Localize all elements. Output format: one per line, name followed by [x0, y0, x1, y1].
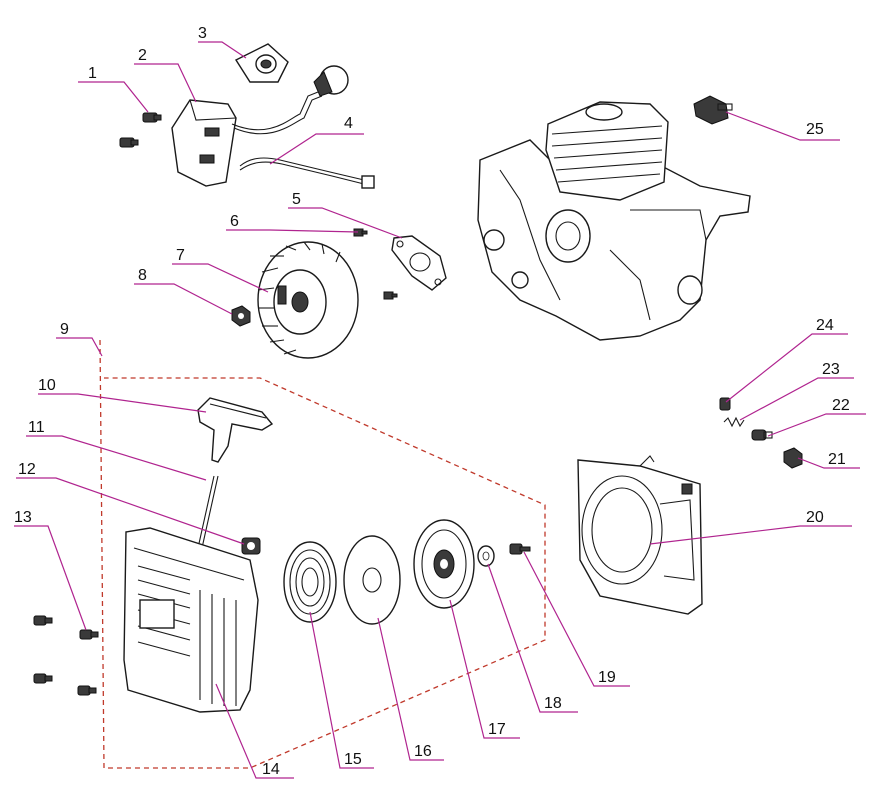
callout-7: 7 — [176, 247, 185, 264]
callout-12: 12 — [18, 461, 36, 478]
fan-housing-part — [577, 455, 703, 615]
starter-assembly-boundary — [99, 339, 546, 769]
callout-6: 6 — [230, 213, 239, 230]
rope-guide-part — [241, 537, 261, 555]
nut-part-21 — [783, 447, 803, 469]
starter-rope-part — [197, 475, 219, 549]
starter-handle-part — [197, 397, 274, 463]
callout-21: 21 — [828, 451, 846, 468]
bushing-part-22 — [751, 429, 773, 441]
starter-housing-part — [123, 527, 259, 713]
callout-22: 22 — [832, 397, 850, 414]
screw-part — [119, 112, 162, 148]
callout-18: 18 — [544, 695, 562, 712]
flywheel-part — [257, 241, 359, 359]
spark-plug-boot-part — [234, 43, 349, 97]
wire-lead-part — [239, 157, 375, 189]
callout-8: 8 — [138, 267, 147, 284]
callout-19: 19 — [598, 669, 616, 686]
callout-23: 23 — [822, 361, 840, 378]
crankcase-part — [477, 101, 751, 341]
callout-10: 10 — [38, 377, 56, 394]
callout-9: 9 — [60, 321, 69, 338]
callout-5: 5 — [292, 191, 301, 208]
rope-pulley-part — [413, 519, 475, 609]
leader-lines — [14, 41, 866, 779]
callout-16: 16 — [414, 743, 432, 760]
callout-15: 15 — [344, 751, 362, 768]
washer-part — [477, 545, 495, 567]
callout-2: 2 — [138, 47, 147, 64]
callout-1: 1 — [88, 65, 97, 82]
callout-14: 14 — [262, 761, 280, 778]
flywheel-nut-part — [231, 305, 251, 327]
intake-gasket-part — [391, 235, 447, 291]
callout-3: 3 — [198, 25, 207, 42]
decompression-valve-part — [693, 95, 733, 125]
ignition-module-part — [171, 91, 323, 187]
callout-25: 25 — [806, 121, 824, 138]
callout-4: 4 — [344, 115, 353, 132]
callout-13: 13 — [14, 509, 32, 526]
spring-cover-part — [343, 535, 401, 625]
callout-11: 11 — [28, 419, 45, 436]
callout-17: 17 — [488, 721, 506, 738]
callout-20: 20 — [806, 509, 824, 526]
callout-numbers: 1 2 3 4 5 6 7 8 9 10 11 12 13 14 15 16 1… — [14, 25, 850, 778]
cover-screws-part — [33, 615, 99, 696]
pulley-screw-part — [509, 543, 531, 555]
recoil-spring-part — [283, 541, 337, 623]
spring-part-23 — [723, 416, 745, 428]
small-screw-part — [353, 228, 398, 300]
callout-24: 24 — [816, 317, 834, 334]
